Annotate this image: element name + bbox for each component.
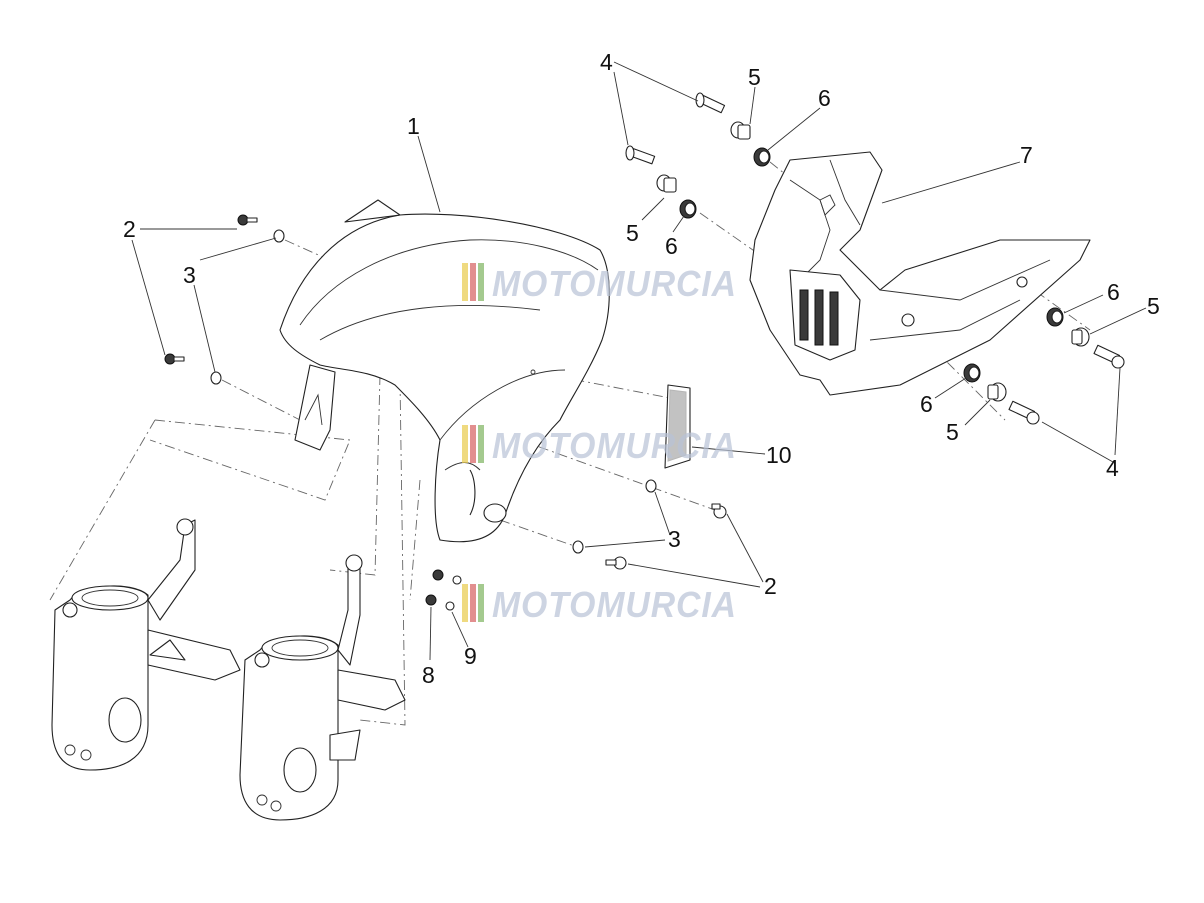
washer-icon [645, 479, 657, 493]
callout-7: 7 [1020, 142, 1033, 168]
screw-icon [237, 214, 258, 226]
washer-icon [210, 371, 222, 385]
watermark: MOTOMURCIA MOTOMURCIA MOTOMURCIA [462, 263, 737, 625]
callout-5: 5 [946, 419, 959, 445]
nut-icon [432, 569, 444, 581]
callout-2: 2 [764, 573, 777, 599]
callout-4: 4 [1106, 455, 1119, 481]
screw-icon [605, 556, 627, 570]
callout-labels: 1 2 3 4 5 6 5 6 7 6 5 6 5 4 10 3 2 8 9 [123, 49, 1160, 688]
callout-8: 8 [422, 662, 435, 688]
fork-bottom-right [239, 554, 406, 821]
bolt-icon [1093, 344, 1125, 369]
washer-icon [445, 601, 455, 611]
washer-icon [572, 540, 584, 554]
callout-2: 2 [123, 216, 136, 242]
callout-10: 10 [766, 442, 792, 468]
callout-6: 6 [1107, 279, 1120, 305]
rubber-grommet [664, 384, 691, 469]
callout-1: 1 [407, 113, 420, 139]
grommet-icon [1046, 307, 1064, 327]
watermark-text: MOTOMURCIA [492, 263, 737, 304]
fork-bottom-left [51, 518, 241, 771]
callout-5: 5 [1147, 293, 1160, 319]
front-mudguard [279, 199, 610, 543]
callout-4: 4 [600, 49, 613, 75]
washer-icon [452, 575, 462, 585]
screw-icon [164, 353, 185, 365]
bolt-icon [625, 145, 656, 165]
screw-icon [711, 503, 727, 519]
bushing-icon [1071, 327, 1090, 347]
grommet-icon [963, 363, 981, 383]
bushing-icon [987, 382, 1007, 402]
bolt-icon [1008, 400, 1040, 425]
bushing-icon [730, 121, 751, 140]
front-beak-cover [749, 151, 1091, 396]
watermark-logo: MOTOMURCIA [462, 425, 737, 466]
callout-3: 3 [183, 262, 196, 288]
watermark-text: MOTOMURCIA [492, 425, 737, 466]
callout-9: 9 [464, 643, 477, 669]
callout-6: 6 [818, 85, 831, 111]
callout-6: 6 [920, 391, 933, 417]
callout-5: 5 [626, 220, 639, 246]
callout-3: 3 [668, 526, 681, 552]
washer-icon [273, 229, 285, 243]
grommet-icon [753, 147, 771, 167]
leader-lines [131, 61, 1147, 661]
bolt-icon [695, 92, 726, 114]
grommet-icon [679, 199, 697, 219]
watermark-logo: MOTOMURCIA [462, 584, 737, 625]
callout-5: 5 [748, 64, 761, 90]
nut-icon [425, 594, 437, 606]
watermark-text: MOTOMURCIA [492, 584, 737, 625]
bushing-icon [656, 174, 677, 193]
watermark-logo: MOTOMURCIA [462, 263, 737, 304]
callout-6: 6 [665, 233, 678, 259]
hardware [164, 92, 1125, 611]
